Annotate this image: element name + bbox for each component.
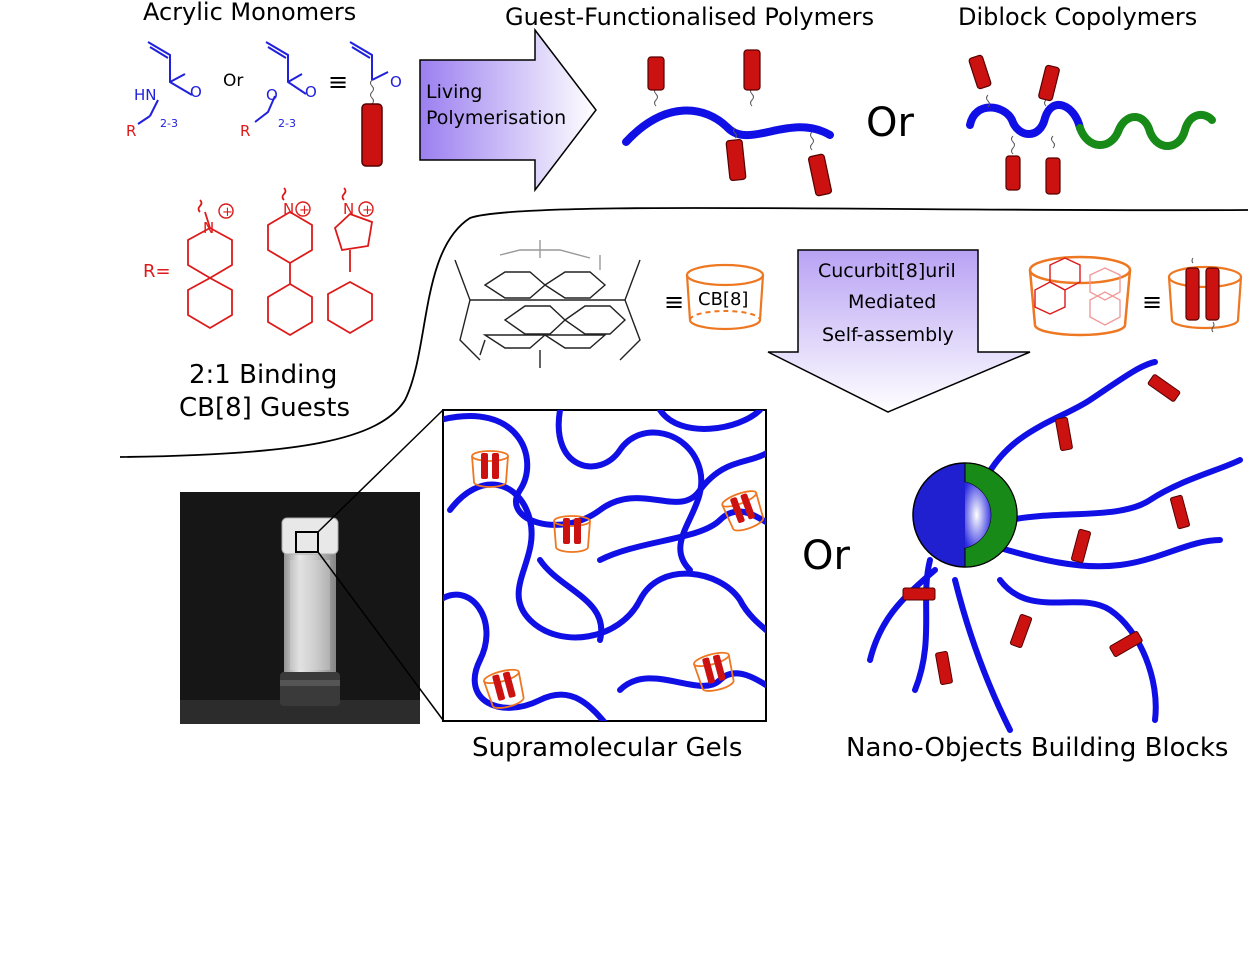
r-label-2: R bbox=[240, 122, 250, 140]
ternary-complex bbox=[1028, 255, 1132, 337]
arrow-text-living: Living bbox=[426, 81, 483, 103]
section-divider bbox=[119, 207, 1248, 458]
acrylamide-labels: HN O R 2-3 Or bbox=[126, 71, 243, 140]
carbonyl-o-label: O bbox=[305, 83, 317, 101]
n-imidazolium: N bbox=[343, 200, 354, 218]
living-polymerisation-arrow bbox=[419, 27, 597, 193]
gel-crosslinks bbox=[471, 450, 765, 709]
n-pyridinium: N bbox=[283, 200, 294, 218]
arrow-text-self-assembly: Self-assembly bbox=[822, 324, 954, 346]
ternary-complex-symbol bbox=[1167, 257, 1243, 333]
guest-functionalised-polymer bbox=[622, 49, 834, 197]
title-diblock-copolymers: Diblock Copolymers bbox=[958, 3, 1197, 31]
binding-title-line2: CB[8] Guests bbox=[179, 393, 350, 423]
subscript-2-3: 2-3 bbox=[160, 117, 178, 130]
ester-o-label: O bbox=[266, 86, 278, 104]
equiv-monomer: ≡ bbox=[328, 68, 348, 96]
binding-title-line1: 2:1 Binding bbox=[189, 360, 337, 390]
or-bottom: Or bbox=[802, 533, 850, 579]
title-acrylic-monomers: Acrylic Monomers bbox=[143, 0, 356, 26]
arrow-text-polymerisation: Polymerisation bbox=[426, 107, 566, 129]
plus-3: + bbox=[362, 203, 373, 218]
zoom-line-top bbox=[317, 409, 444, 533]
title-guest-functionalised-polymers: Guest-Functionalised Polymers bbox=[505, 3, 874, 31]
zoom-line-bottom bbox=[317, 551, 444, 721]
r-label: R bbox=[126, 122, 136, 140]
arrow-text-cucurbituril: Cucurbit[8]uril bbox=[818, 260, 956, 282]
nano-object bbox=[867, 359, 1243, 733]
monomer-guest-symbol: O bbox=[349, 41, 402, 167]
cb8-cartoon bbox=[685, 263, 765, 331]
hn-label: HN bbox=[134, 86, 157, 104]
diblock-copolymer bbox=[966, 54, 1216, 195]
plus-2: + bbox=[299, 203, 310, 218]
r-equals-label: R= bbox=[143, 261, 171, 282]
or-monomer: Or bbox=[223, 71, 243, 91]
gel-network-box bbox=[442, 409, 767, 722]
or-top: Or bbox=[866, 100, 914, 146]
oxygen-label: O bbox=[190, 83, 202, 101]
equiv-complex: ≡ bbox=[1142, 288, 1162, 316]
subscript-2-3-b: 2-3 bbox=[278, 117, 296, 130]
label-nano-objects: Nano-Objects Building Blocks bbox=[846, 733, 1228, 763]
cucurbituril-structure bbox=[454, 240, 641, 368]
guest-structures bbox=[187, 187, 374, 337]
plus-1: + bbox=[222, 205, 233, 220]
arrow-text-mediated: Mediated bbox=[848, 291, 936, 313]
acrylamide-monomer bbox=[137, 41, 193, 125]
gel-vial-photo bbox=[180, 492, 420, 724]
guest-n-labels: N N N + + + bbox=[203, 200, 374, 237]
cb8-mediated-arrow bbox=[767, 249, 1031, 413]
equiv-cb8: ≡ bbox=[664, 288, 684, 316]
symbol-o-label: O bbox=[390, 73, 402, 91]
label-supramolecular-gels: Supramolecular Gels bbox=[472, 733, 742, 763]
acrylate-labels: O O R 2-3 ≡ bbox=[240, 68, 348, 140]
cb8-label: CB[8] bbox=[698, 289, 748, 310]
acrylate-monomer bbox=[254, 41, 307, 123]
n-isoquinolinium: N bbox=[203, 219, 214, 237]
